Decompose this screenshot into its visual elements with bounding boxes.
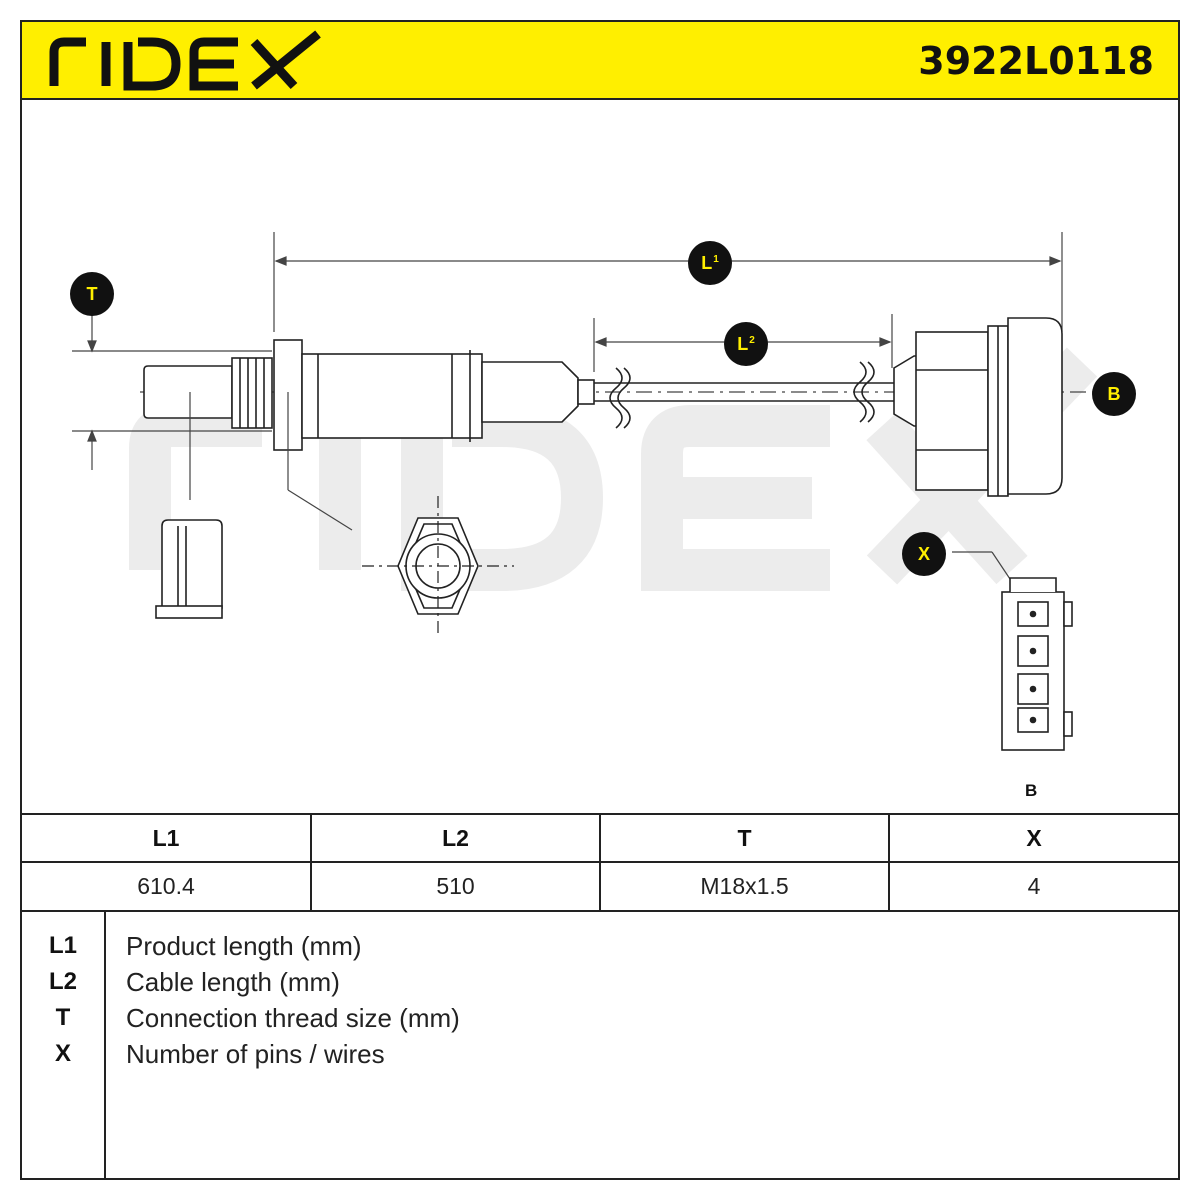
ridex-logo (49, 30, 321, 91)
callout-l1-index: 1 (713, 253, 719, 265)
spec-header-l1: L1 (22, 813, 311, 862)
legend-row: X Number of pins / wires (22, 1036, 1178, 1072)
hex-nut (362, 496, 514, 636)
legend-code: L2 (48, 968, 77, 995)
spec-header-t: T (599, 813, 889, 862)
spec-value-l2: 510 (310, 861, 600, 910)
callout-x: X (902, 532, 946, 576)
sensor-diagram (72, 232, 1102, 751)
legend: L1 Product length (mm) L2 Cable length (… (22, 910, 1178, 1180)
connector-face (1001, 577, 1073, 751)
spec-value-l1: 610.4 (22, 861, 311, 910)
legend-row: L1 Product length (mm) (22, 928, 1178, 964)
legend-row: L2 Cable length (mm) (22, 964, 1178, 1000)
spec-table: L1 L2 T X 610.4 510 M18x1.5 4 (22, 813, 1178, 910)
legend-divider (104, 912, 106, 1180)
callout-b: B (1092, 372, 1136, 416)
part-number: 3922L0118 (918, 39, 1154, 83)
legend-code: X (54, 1040, 71, 1067)
legend-code: L1 (48, 932, 77, 959)
callout-t: T (70, 272, 114, 316)
legend-description: Number of pins / wires (126, 1039, 385, 1069)
header-bar: 3922L0118 (22, 22, 1178, 100)
spec-header-l2: L2 (310, 813, 600, 862)
product-sheet: 3922L0118 (20, 20, 1180, 1180)
callout-l1-letter: L (701, 252, 713, 273)
legend-description: Cable length (mm) (126, 967, 340, 997)
spec-value-t: M18x1.5 (599, 861, 889, 910)
callout-l2-letter: L (737, 333, 749, 354)
connector-caption: B (1025, 781, 1038, 800)
protective-cap (155, 519, 223, 619)
spec-header-x: X (888, 813, 1178, 862)
oxygen-sensor (143, 317, 1063, 497)
legend-description: Connection thread size (mm) (126, 1003, 460, 1033)
spec-header-row: L1 L2 T X (22, 813, 1178, 862)
legend-description: Product length (mm) (126, 931, 362, 961)
legend-row: T Connection thread size (mm) (22, 1000, 1178, 1036)
legend-code: T (55, 1004, 71, 1031)
spec-value-x: 4 (888, 861, 1178, 910)
callout-l2-index: 2 (749, 334, 755, 346)
spec-value-row: 610.4 510 M18x1.5 4 (22, 861, 1178, 910)
